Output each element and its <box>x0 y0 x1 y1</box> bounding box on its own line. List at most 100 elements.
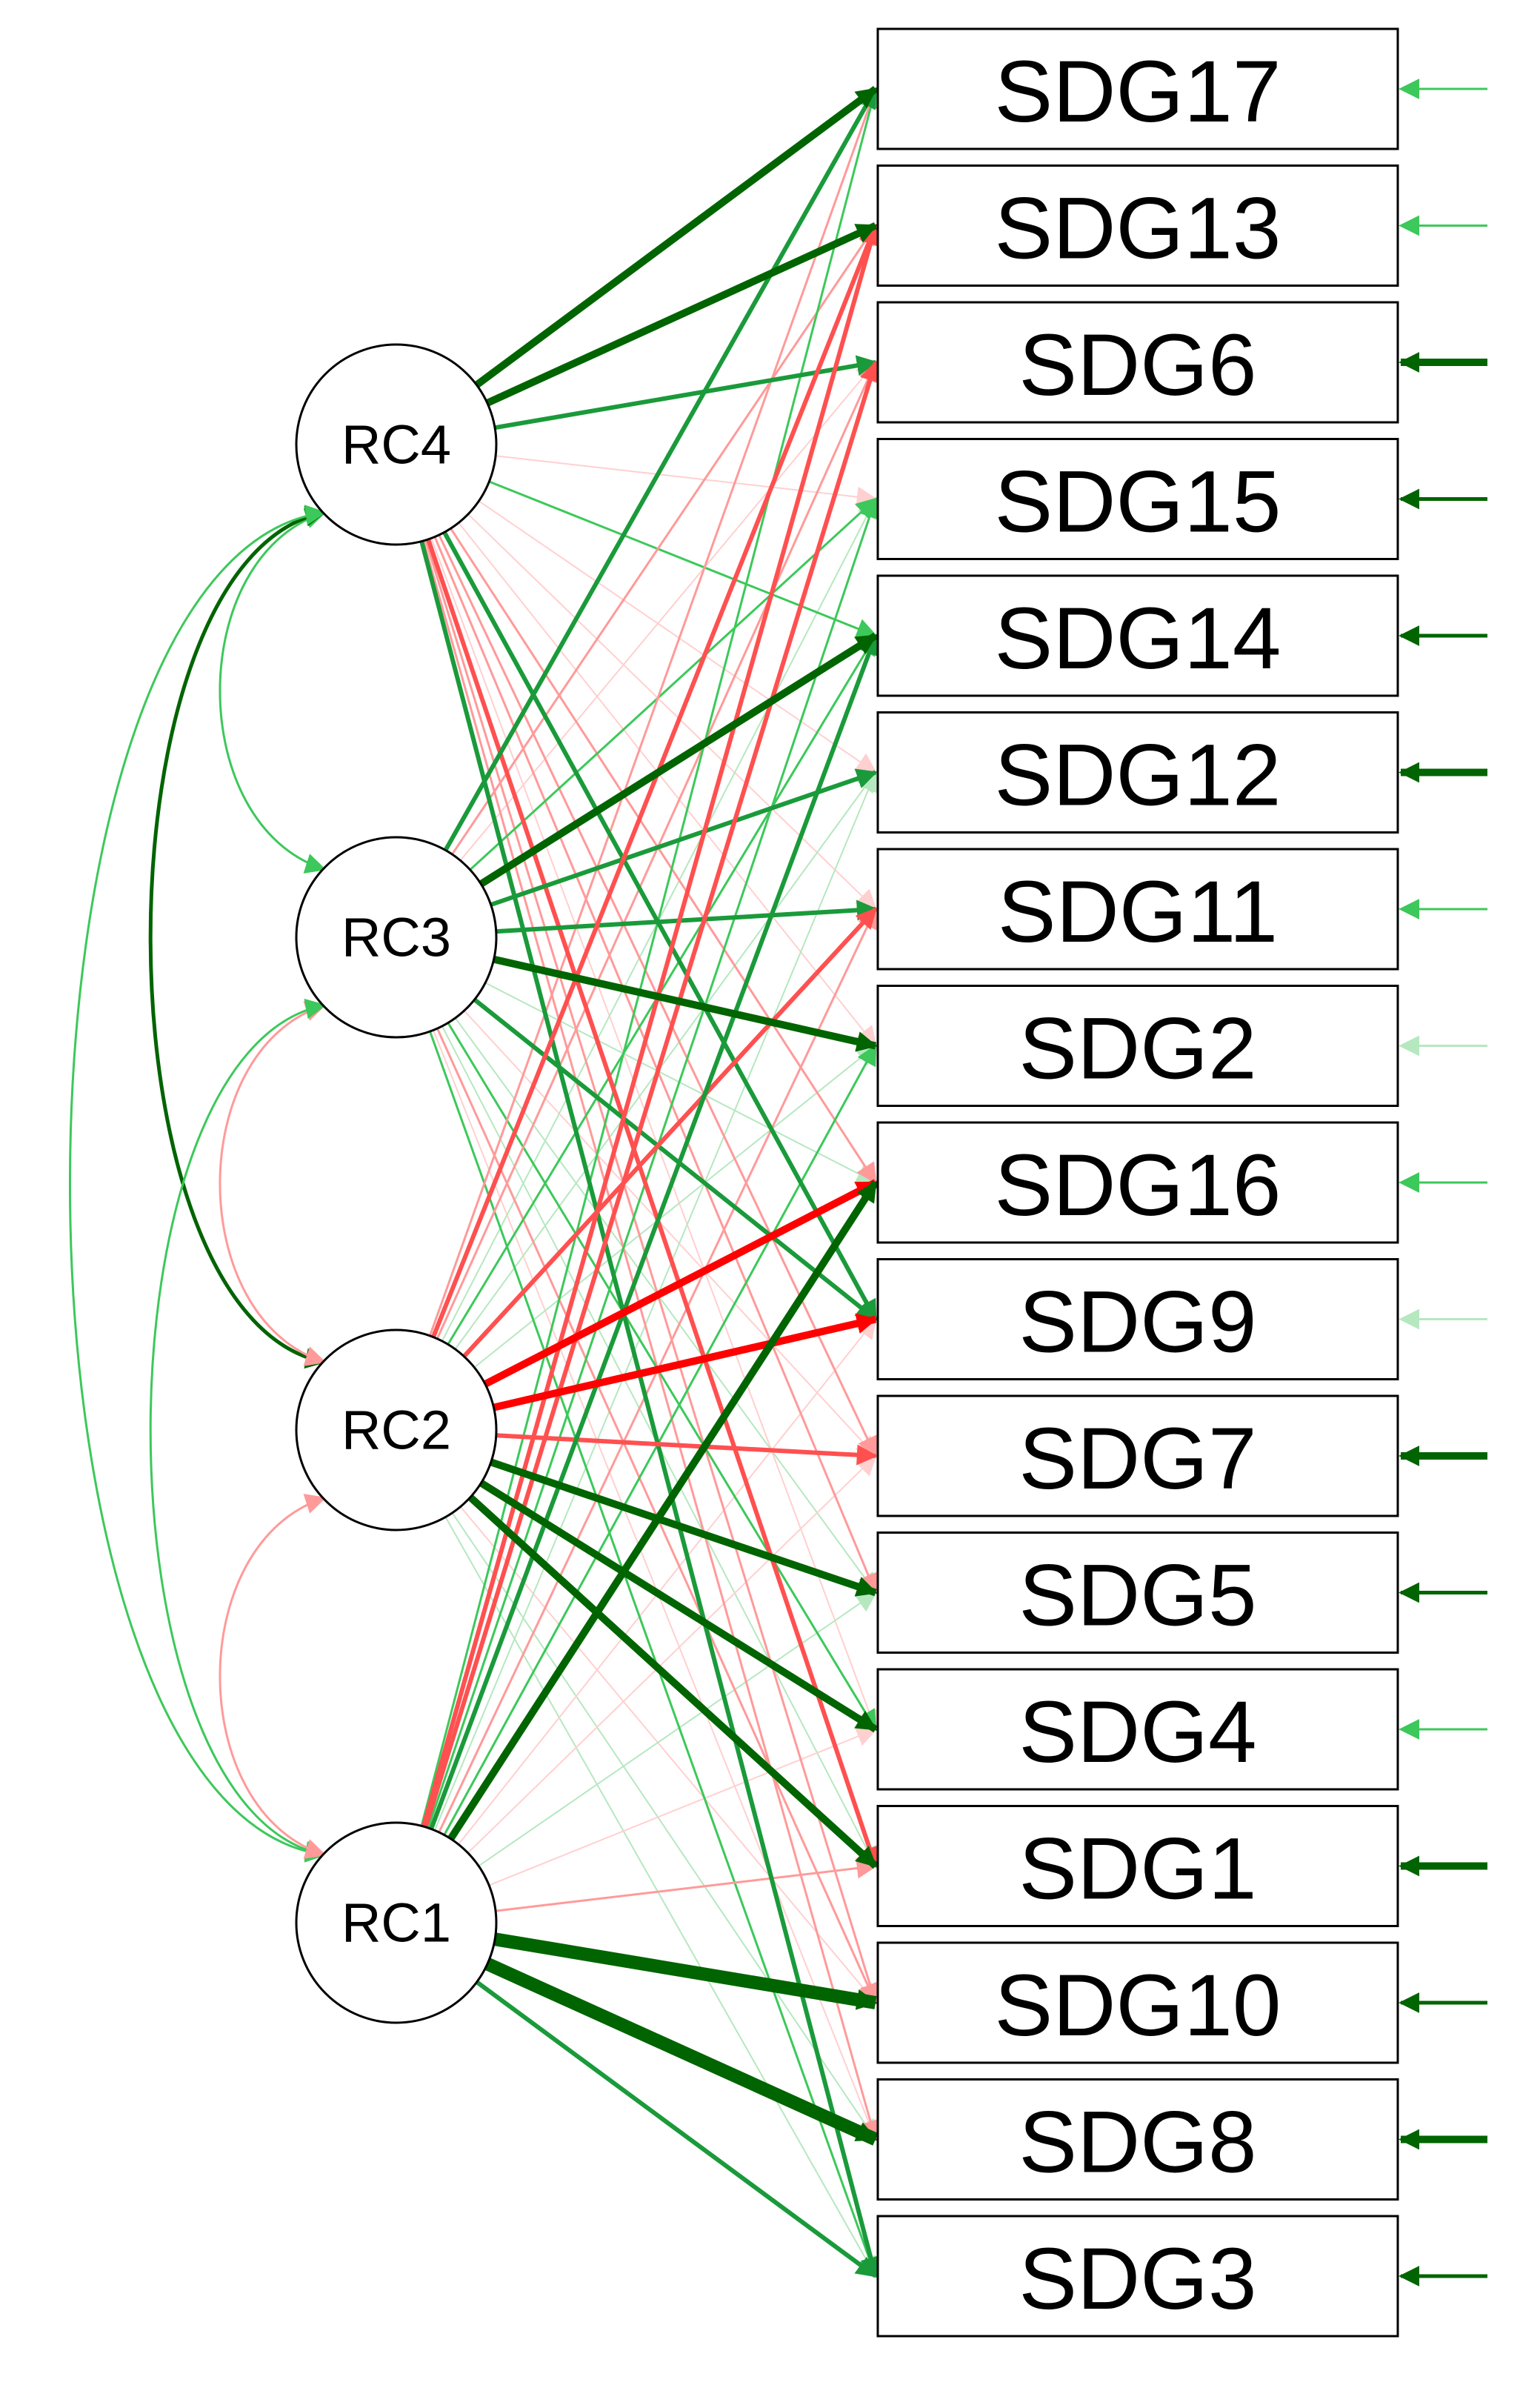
loading-arrow-rc3-sdg12 <box>490 768 878 907</box>
loading-arrow-rc1-sdg12 <box>433 770 879 1831</box>
factor-circle <box>295 1821 498 2024</box>
correlation-arc-rc3-rc2 <box>219 1001 327 1366</box>
loading-arrow-rc3-sdg15 <box>469 497 878 871</box>
loading-arrow-rc1-sdg17 <box>420 87 881 1826</box>
loading-arrow-rc4-sdg5 <box>433 536 879 1595</box>
indicator-label: SDG10 <box>995 1957 1281 2055</box>
loading-arrow-rc4-sdg8 <box>422 540 881 2142</box>
loading-arrow-rc2-sdg12 <box>454 771 877 1350</box>
factor-circle <box>295 343 498 546</box>
loading-arrow-rc1-sdg3 <box>475 1980 878 2278</box>
loading-arrow-rc4-sdg14 <box>488 480 878 639</box>
indicator-label: SDG3 <box>1019 2230 1256 2328</box>
loading-arrow-rc1-sdg15 <box>427 496 880 1829</box>
loading-arrow-rc2-sdg4 <box>479 1480 878 1733</box>
loading-arrow-rc1-sdg6 <box>423 360 880 1828</box>
correlation-arc-rc4-rc1 <box>68 505 327 1863</box>
indicator-node-sdg5: SDG5 <box>876 1531 1399 1654</box>
indicator-node-sdg17: SDG17 <box>876 27 1399 150</box>
loading-arrow-rc2-sdg6 <box>436 360 878 1340</box>
factor-node-rc4: RC4 <box>295 343 498 546</box>
loading-arrow-rc1-sdg8 <box>484 1958 879 2146</box>
loading-arrow-rc2-sdg10 <box>459 1506 877 2005</box>
loading-arrow-rc2-sdg1 <box>467 1494 879 1869</box>
loading-arrow-rc3-sdg3 <box>429 1031 879 2278</box>
loading-arrow-rc1-sdg14 <box>429 633 879 1830</box>
indicator-label: SDG15 <box>995 453 1281 551</box>
indicator-box <box>876 1805 1399 1927</box>
loading-arrow-rc1-sdg4 <box>488 1726 878 1886</box>
indicator-box <box>876 1668 1399 1791</box>
factor-node-rc1: RC1 <box>295 1821 498 2024</box>
indicator-label: SDG5 <box>1019 1547 1256 1645</box>
indicator-node-sdg9: SDG9 <box>876 1258 1399 1380</box>
loading-arrow-rc2-sdg2 <box>473 1044 878 1368</box>
indicator-box <box>876 1394 1399 1517</box>
loading-arrow-rc2-sdg17 <box>428 87 879 1337</box>
indicator-label: SDG2 <box>1019 1000 1256 1098</box>
factor-label: RC3 <box>341 907 451 968</box>
indicator-label: SDG16 <box>995 1137 1281 1234</box>
indicator-node-sdg11: SDG11 <box>876 848 1399 971</box>
indicator-box <box>876 1941 1399 2064</box>
indicator-box <box>876 848 1399 971</box>
loading-arrow-rc4-sdg11 <box>467 513 878 911</box>
indicator-node-sdg13: SDG13 <box>876 164 1399 287</box>
indicator-box <box>876 2078 1399 2201</box>
factor-label: RC2 <box>341 1400 451 1461</box>
factor-circle <box>295 1328 498 1531</box>
factor-node-rc3: RC3 <box>295 836 498 1039</box>
indicator-label: SDG6 <box>1019 316 1256 414</box>
loading-arrow-rc4-sdg1 <box>426 538 880 1869</box>
correlation-arc-rc4-rc2 <box>148 505 327 1369</box>
loading-arrow-rc2-sdg13 <box>431 223 879 1338</box>
loading-arrow-rc3-sdg4 <box>447 1022 877 1732</box>
indicator-box <box>876 2215 1399 2338</box>
indicator-node-sdg16: SDG16 <box>876 1121 1399 1244</box>
indicator-box <box>876 1258 1399 1380</box>
indicator-node-sdg6: SDG6 <box>876 301 1399 424</box>
loading-arrow-rc3-sdg5 <box>454 1017 877 1594</box>
loading-arrow-rc3-sdg11 <box>496 899 878 934</box>
indicator-node-sdg14: SDG14 <box>876 574 1399 697</box>
loading-arrow-rc1-sdg10 <box>493 1932 878 2010</box>
indicator-node-sdg10: SDG10 <box>876 1941 1399 2064</box>
indicator-label: SDG1 <box>1019 1820 1256 1918</box>
loading-arrow-rc2-sdg16 <box>483 1179 878 1388</box>
indicator-node-sdg1: SDG1 <box>876 1805 1399 1927</box>
indicator-box <box>876 164 1399 287</box>
loading-arrow-rc3-sdg9 <box>473 997 878 1321</box>
correlation-arc-rc4-rc3 <box>219 508 327 874</box>
loading-arrow-rc2-sdg9 <box>493 1313 878 1411</box>
indicator-box <box>876 438 1399 560</box>
indicator-node-sdg8: SDG8 <box>876 2078 1399 2201</box>
factor-label: RC1 <box>341 1892 451 1954</box>
residual-arrows <box>1399 79 1487 2286</box>
indicator-box <box>876 711 1399 834</box>
indicator-label: SDG7 <box>1019 1410 1256 1508</box>
indicator-node-sdg3: SDG3 <box>876 2215 1399 2338</box>
loading-arrow-rc4-sdg2 <box>458 522 877 1048</box>
indicator-label: SDG4 <box>1019 1683 1256 1781</box>
factor-label: RC4 <box>341 414 451 476</box>
loading-arrow-rc1-sdg9 <box>458 1317 877 1845</box>
factor-correlations <box>68 505 327 1863</box>
indicator-box <box>876 27 1399 150</box>
loading-arrow-rc1-sdg2 <box>443 1044 877 1836</box>
loading-arrow-rc3-sdg17 <box>443 87 878 851</box>
indicator-node-sdg2: SDG2 <box>876 985 1399 1107</box>
factor-circle <box>295 836 498 1039</box>
indicator-node-sdg7: SDG7 <box>876 1394 1399 1517</box>
correlation-arc-rc3-rc1 <box>149 998 327 1862</box>
loading-arrow-rc1-sdg7 <box>467 1454 878 1854</box>
loading-arrow-rc4-sdg6 <box>494 355 878 430</box>
indicator-label: SDG17 <box>995 43 1281 141</box>
loading-arrow-rc3-sdg16 <box>484 982 878 1184</box>
indicator-box <box>876 574 1399 697</box>
loading-arrow-rc1-sdg13 <box>421 223 881 1827</box>
indicator-node-sdg15: SDG15 <box>876 438 1399 560</box>
loading-arrow-rc4-sdg9 <box>442 531 878 1321</box>
loading-arrow-rc4-sdg13 <box>485 222 878 407</box>
indicator-label: SDG9 <box>1019 1274 1256 1371</box>
